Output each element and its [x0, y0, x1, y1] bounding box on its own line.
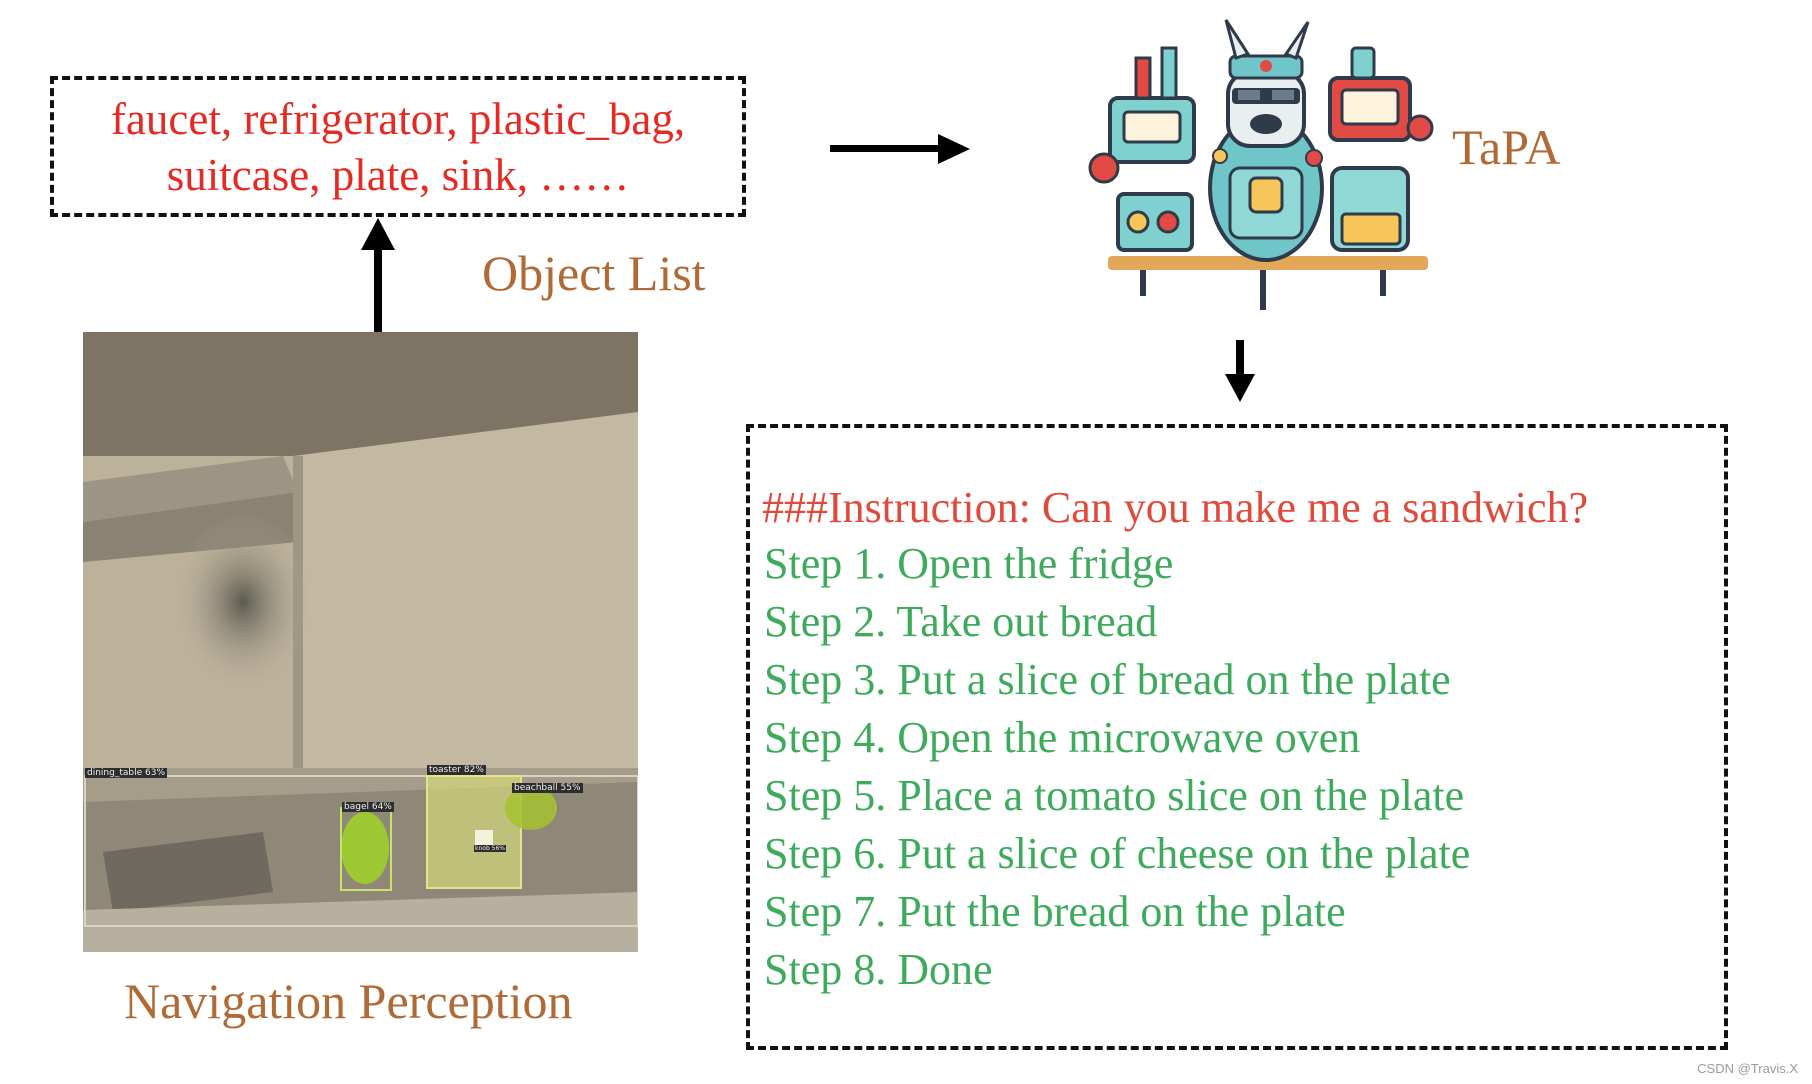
- step-4: Step 4. Open the microwave oven: [764, 713, 1361, 762]
- object-list-line-2: suitcase, plate, sink, ……: [166, 149, 630, 200]
- object-list-line-1: faucet, refrigerator, plastic_bag,: [110, 93, 686, 144]
- step-2: Step 2. Take out bread: [764, 597, 1158, 646]
- task-plan-box: ###Instruction: Can you make me a sandwi…: [746, 424, 1728, 1050]
- step-7: Step 7. Put the bread on the plate: [764, 887, 1346, 936]
- navigation-scene-image: [83, 332, 638, 952]
- detection-label-bagel: bagel 64%: [342, 802, 394, 812]
- detection-label-toaster: toaster 82%: [427, 765, 486, 775]
- tapa-label: TaPA: [1452, 119, 1561, 175]
- step-8: Step 8. Done: [764, 945, 993, 994]
- object-list-box: faucet, refrigerator, plastic_bag, suitc…: [50, 76, 746, 217]
- navigation-perception-label: Navigation Perception: [124, 973, 573, 1029]
- step-6: Step 6. Put a slice of cheese on the pla…: [764, 829, 1471, 878]
- step-3: Step 3. Put a slice of bread on the plat…: [764, 655, 1451, 704]
- step-5: Step 5. Place a tomato slice on the plat…: [764, 771, 1465, 820]
- detection-label-knob: knob 56%: [474, 845, 506, 852]
- instruction-text: ###Instruction: Can you make me a sandwi…: [762, 483, 1589, 532]
- watermark: CSDN @Travis.X: [1697, 1061, 1798, 1076]
- object-list-label: Object List: [482, 245, 706, 301]
- detection-label-beachball: beachball 55%: [512, 783, 583, 793]
- detection-label-dining-table: dining_table 63%: [85, 768, 167, 778]
- tapa-robot-llama-image: [1088, 19, 1434, 310]
- step-1: Step 1. Open the fridge: [764, 539, 1174, 588]
